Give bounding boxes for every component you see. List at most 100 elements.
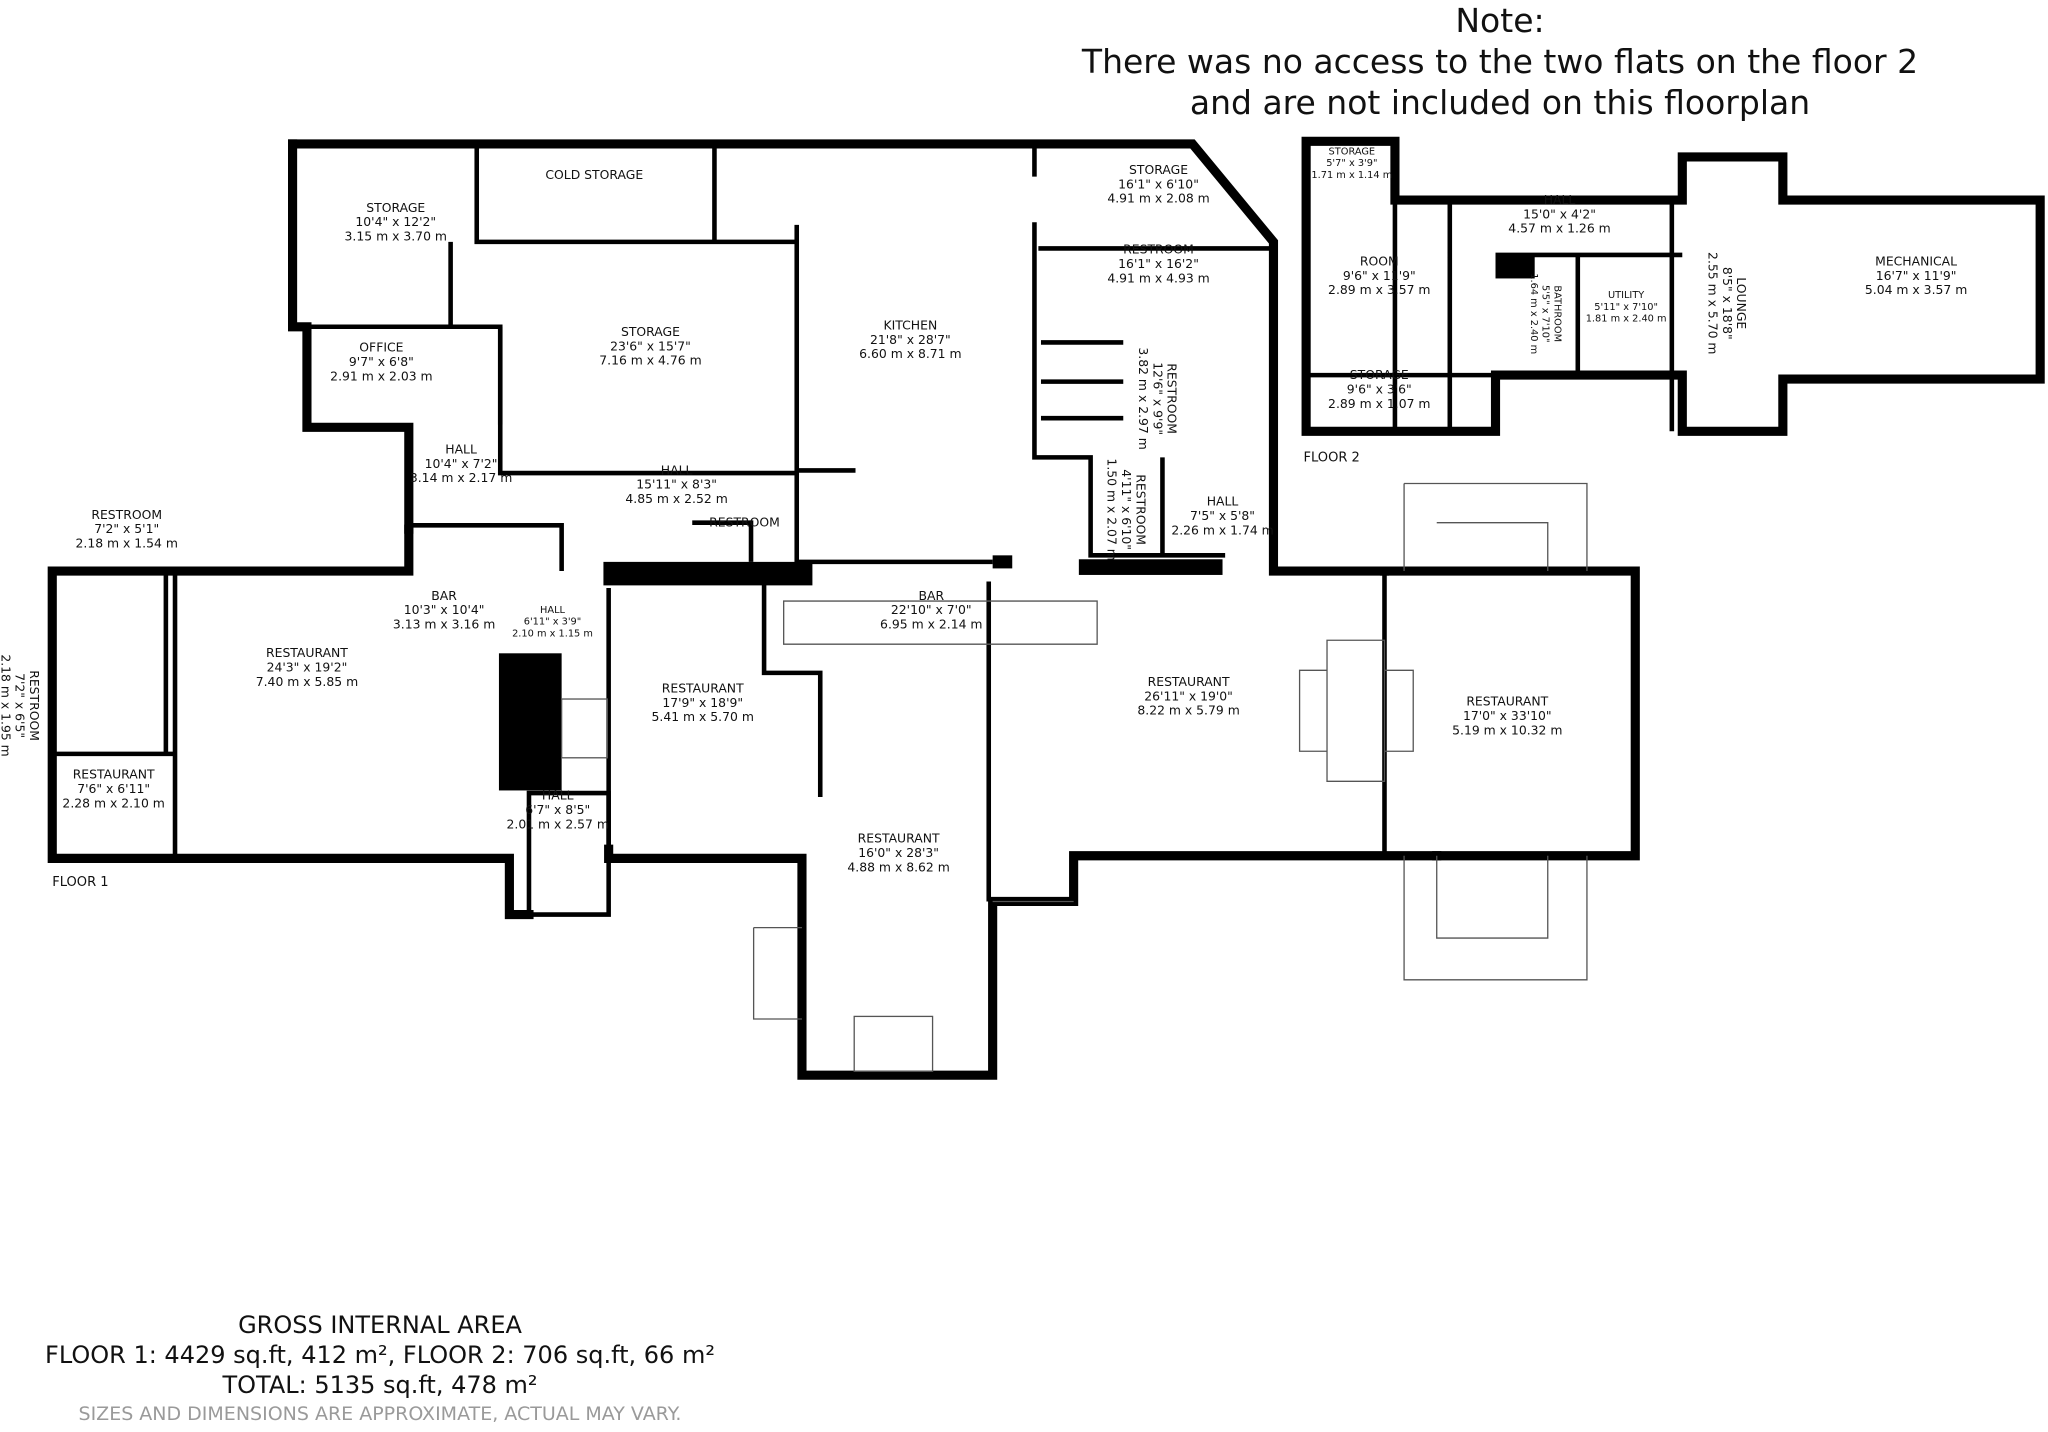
room-name: HALL [445, 441, 477, 456]
room-label: BATHROOM5'5" x 7'10"1.64 m x 2.40 m [1528, 273, 1563, 354]
room-name: STORAGE [621, 324, 680, 339]
room-name: HALL [1207, 494, 1239, 509]
room-name: RESTAURANT [858, 831, 940, 846]
room-imperial: 16'0" x 28'3" [858, 845, 939, 860]
room-imperial: 16'1" x 6'10" [1118, 176, 1199, 191]
room-metric: 4.57 m x 1.26 m [1508, 221, 1610, 236]
room-imperial: 12'6" x 9'9" [1150, 362, 1165, 435]
room-metric: 1.81 m x 2.40 m [1586, 314, 1667, 325]
room-metric: 2.91 m x 2.03 m [330, 368, 432, 383]
room-metric: 5.04 m x 3.57 m [1865, 282, 1967, 297]
room-metric: 2.10 m x 1.15 m [512, 628, 593, 639]
room-metric: 2.89 m x 3.57 m [1328, 282, 1430, 297]
room-name: RESTROOM [709, 515, 780, 530]
gia-title: GROSS INTERNAL AREA [238, 1311, 522, 1339]
floorplan-note: Note: There was no access to the two fla… [1000, 0, 2000, 123]
room-label: RESTROOM12'6" x 9'9"3.82 m x 2.97 m [1136, 347, 1180, 449]
note-line-2: and are not included on this floorplan [1189, 83, 1811, 122]
room-name: COLD STORAGE [545, 167, 643, 182]
room-name: RESTROOM [1123, 242, 1194, 257]
floor-1-label: FLOOR 1 [52, 875, 108, 890]
room-metric: 3.13 m x 3.16 m [393, 616, 495, 631]
room-imperial: 6'11" x 3'9" [524, 617, 582, 628]
room-metric: 6.60 m x 8.71 m [859, 346, 961, 361]
room-metric: 3.15 m x 3.70 m [345, 229, 447, 244]
room-metric: 1.64 m x 2.40 m [1528, 273, 1539, 354]
room-imperial: 22'10" x 7'0" [891, 602, 972, 617]
room-name: STORAGE [366, 200, 425, 215]
room-name: STORAGE [1129, 162, 1188, 177]
room-metric: 2.26 m x 1.74 m [1171, 522, 1273, 537]
room-name: HALL [540, 605, 565, 616]
room-imperial: 15'0" x 4'2" [1523, 206, 1596, 221]
room-name: ROOM [1360, 253, 1399, 268]
room-metric: 4.91 m x 2.08 m [1107, 191, 1209, 206]
room-metric: 3.14 m x 2.17 m [410, 470, 512, 485]
room-name: HALL [542, 788, 574, 803]
room-imperial: 17'9" x 18'9" [662, 695, 743, 710]
room-metric: 6.95 m x 2.14 m [880, 616, 982, 631]
room-imperial: 17'0" x 33'10" [1463, 708, 1552, 723]
gia-disclaimer: SIZES AND DIMENSIONS ARE APPROXIMATE, AC… [78, 1403, 682, 1425]
gia-floors: FLOOR 1: 4429 sq.ft, 412 m², FLOOR 2: 70… [45, 1341, 715, 1369]
room-imperial: 9'7" x 6'8" [349, 354, 414, 369]
room-name: RESTAURANT [1148, 674, 1230, 689]
room-metric: 5.41 m x 5.70 m [651, 709, 753, 724]
floor-2-label: FLOOR 2 [1304, 450, 1360, 465]
room-metric: 7.40 m x 5.85 m [256, 674, 358, 689]
room-name: OFFICE [359, 340, 403, 355]
room-imperial: 6'7" x 8'5" [525, 802, 590, 817]
floor-1-walls [47, 136, 2045, 1080]
room-imperial: 7'5" x 5'8" [1190, 508, 1255, 523]
room-label: LOUNGE8'5" x 18'8"2.55 m x 5.70 m [1705, 252, 1749, 354]
room-imperial: 5'7" x 3'9" [1326, 158, 1377, 169]
room-metric: 4.88 m x 8.62 m [847, 859, 949, 874]
room-metric: 4.91 m x 4.93 m [1107, 270, 1209, 285]
room-label: RESTROOM4'11" x 6'10"1.50 m x 2.07 m [1105, 458, 1149, 560]
room-imperial: 21'8" x 28'7" [870, 332, 951, 347]
room-imperial: 4'11" x 6'10" [1119, 469, 1134, 550]
room-metric: 2.18 m x 1.95 m [0, 654, 13, 756]
room-metric: 1.50 m x 2.07 m [1105, 458, 1120, 560]
room-name: HALL [1544, 192, 1576, 207]
room-name: HALL [661, 462, 693, 477]
room-metric: 4.85 m x 2.52 m [625, 491, 727, 506]
room-name: MECHANICAL [1875, 253, 1957, 268]
room-name: STORAGE [1350, 367, 1409, 382]
room-name: UTILITY [1608, 290, 1644, 301]
room-label: COLD STORAGE [545, 167, 643, 182]
room-name: RESTAURANT [73, 767, 155, 782]
room-imperial: 5'5" x 7'10" [1540, 285, 1551, 343]
room-metric: 2.55 m x 5.70 m [1705, 252, 1720, 354]
gia-total: TOTAL: 5135 sq.ft, 478 m² [222, 1371, 538, 1399]
room-imperial: 10'4" x 12'2" [355, 214, 436, 229]
room-metric: 2.01 m x 2.57 m [507, 816, 609, 831]
room-name: BAR [918, 588, 944, 603]
note-line-1: There was no access to the two flats on … [1081, 42, 1919, 81]
room-metric: 3.82 m x 2.97 m [1136, 347, 1151, 449]
room-imperial: 24'3" x 19'2" [267, 660, 348, 675]
room-name: KITCHEN [884, 317, 938, 332]
